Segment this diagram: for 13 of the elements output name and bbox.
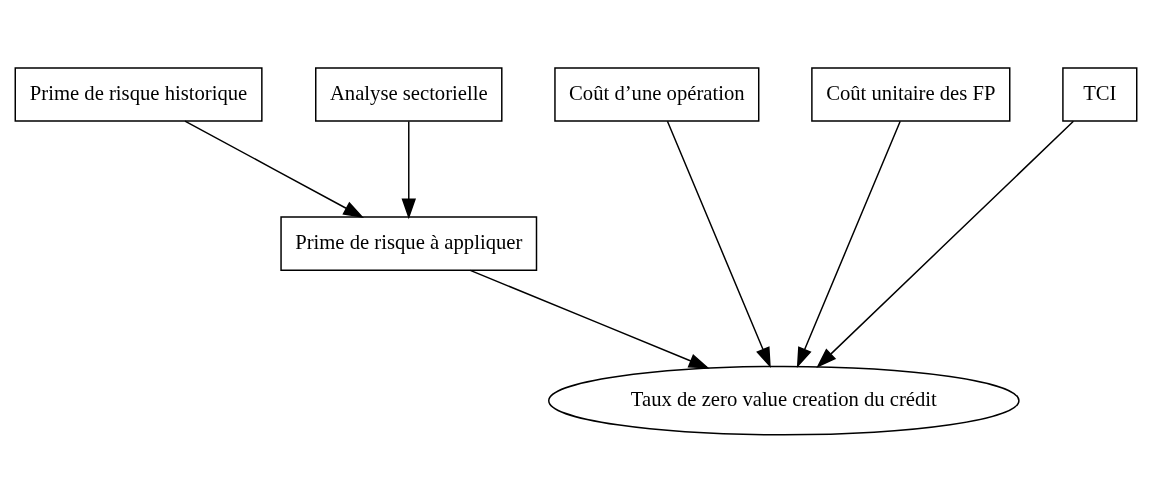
node-box: Analyse sectorielle [315,66,503,122]
node-box: TCI [1062,66,1138,122]
arrow [816,120,1075,368]
arrow [401,120,417,219]
node-box: Prime de risque historique [14,66,263,122]
node-box: Coût unitaire des FP [811,66,1011,122]
node-box: Coût d’une opération [554,66,760,122]
node-ellipse: Taux de zero value creation du crédit [548,365,1020,436]
arrow [796,120,901,368]
arrow [469,269,710,369]
node-box: Prime de risque à appliquer [280,215,538,271]
arrow [666,120,771,368]
arrow [184,119,364,218]
